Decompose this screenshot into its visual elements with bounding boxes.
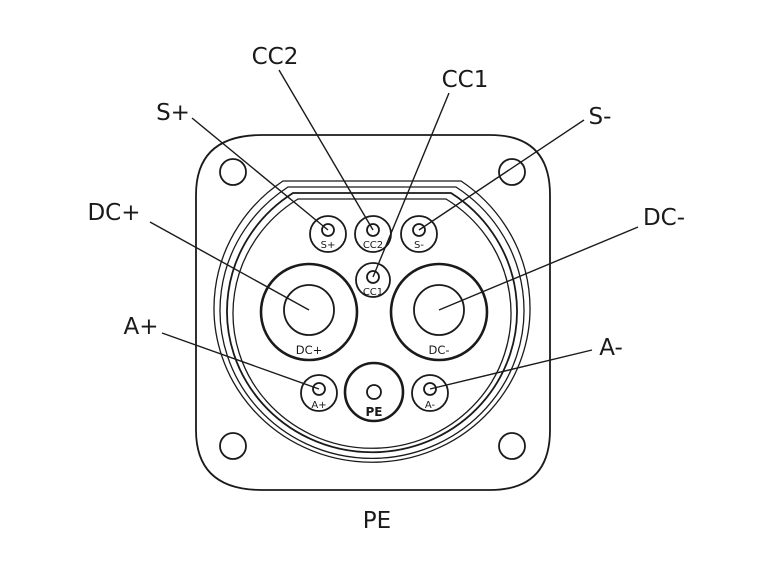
callout-a-minus: A-	[599, 335, 623, 361]
callout-dc-plus: DC+	[87, 200, 140, 226]
socket-face-inner	[232, 198, 512, 449]
pin-s-plus: S+	[309, 215, 347, 253]
pin-dc-plus: DC+	[259, 262, 359, 362]
pin-dc-minus-label: DC-	[428, 343, 449, 357]
pin-a-plus: A+	[300, 374, 338, 412]
pin-s-minus: S-	[400, 215, 438, 253]
leader-cc2	[278, 69, 374, 231]
pin-dc-minus: DC-	[389, 262, 489, 362]
callout-s-minus: S-	[589, 104, 612, 130]
leader-dc-minus	[438, 226, 639, 311]
pin-a-minus: A-	[411, 374, 449, 412]
pin-cc1-label: CC1	[363, 287, 383, 298]
callout-dc-minus: DC-	[643, 205, 685, 231]
pin-s-minus-label: S-	[414, 240, 424, 251]
leader-cc1	[372, 92, 450, 278]
mounting-hole-bottom-right	[498, 432, 526, 460]
pin-a-minus-label: A-	[425, 400, 436, 411]
mounting-hole-bottom-left	[219, 432, 247, 460]
pin-pe: PE	[343, 361, 405, 423]
pin-a-plus-label: A+	[311, 400, 326, 411]
callout-a-plus: A+	[123, 314, 158, 340]
leader-s-plus	[191, 117, 329, 231]
pin-dc-plus-label: DC+	[296, 343, 323, 357]
callout-s-plus: S+	[156, 100, 190, 126]
pin-pe-label: PE	[366, 405, 383, 419]
callout-pe: PE	[363, 508, 391, 534]
pin-cc2-label: CC2	[363, 240, 383, 251]
mounting-flange	[195, 134, 551, 491]
pin-cc1: CC1	[355, 262, 391, 298]
callout-cc2: CC2	[252, 44, 299, 70]
leader-s-minus	[418, 119, 585, 231]
mounting-hole-top-left	[219, 158, 247, 186]
pin-s-plus-label: S+	[321, 240, 336, 251]
leader-a-minus	[429, 349, 593, 390]
leader-dc-plus	[149, 221, 310, 311]
socket-face-outer	[226, 192, 518, 454]
mounting-hole-top-right	[498, 158, 526, 186]
leader-a-plus	[161, 332, 320, 390]
callout-cc1: CC1	[442, 67, 489, 93]
